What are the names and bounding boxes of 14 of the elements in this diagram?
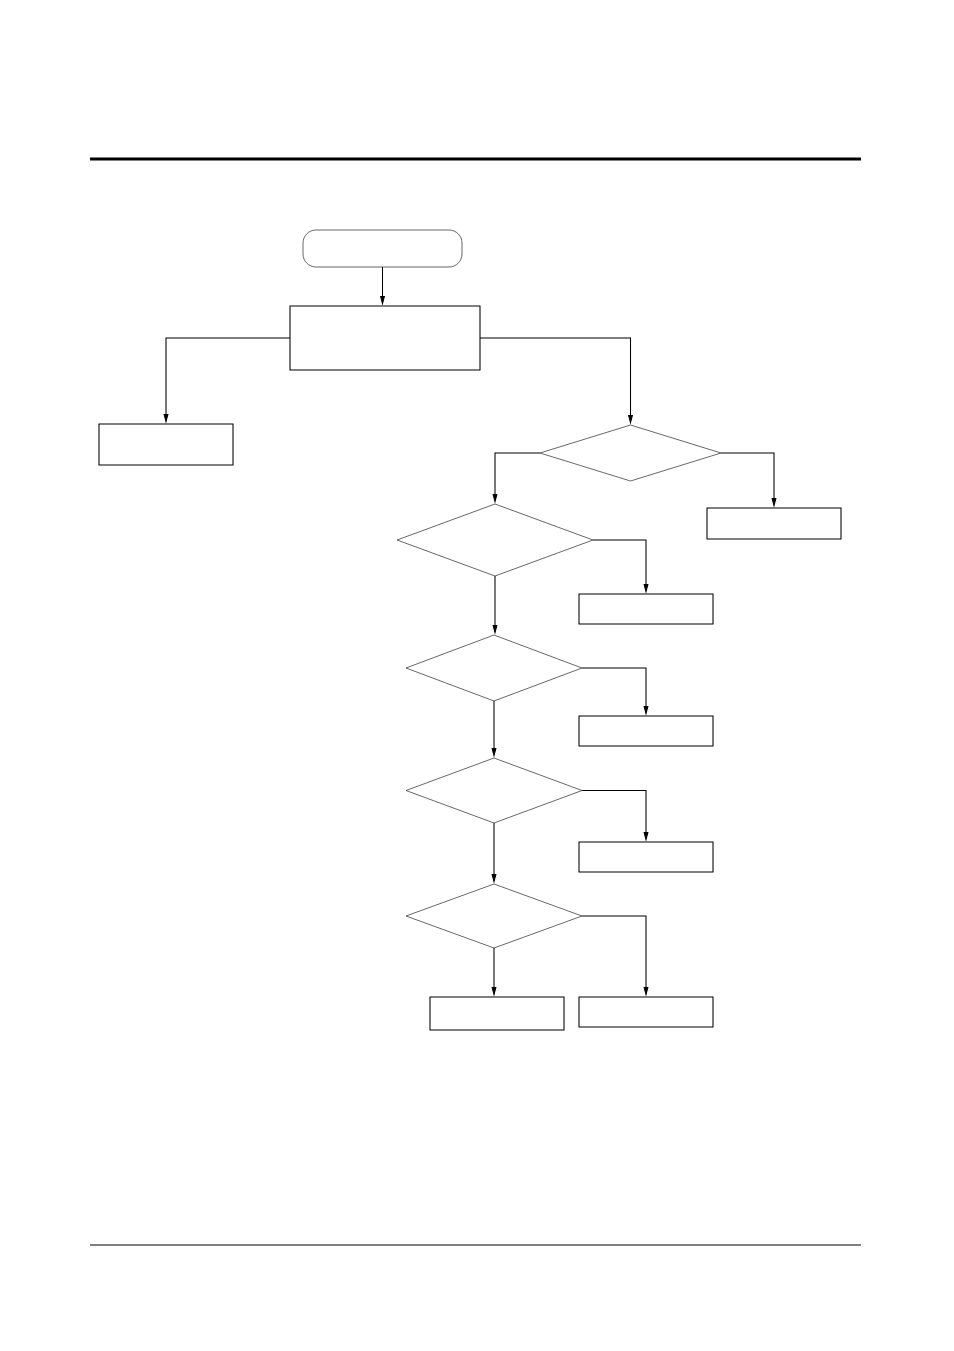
process-box (578, 996, 714, 1028)
process-box (578, 715, 714, 747)
decision-diamond (405, 634, 583, 702)
decision-diamond (539, 424, 722, 482)
process-box (578, 841, 714, 873)
process-box (98, 423, 234, 466)
process-box (706, 507, 842, 540)
process-box (289, 305, 481, 371)
decision-diamond (405, 883, 583, 949)
process-box (578, 593, 714, 625)
decision-diamond (405, 757, 583, 824)
process-box (429, 996, 565, 1031)
decision-diamond (396, 503, 594, 577)
rounded-box (302, 229, 463, 268)
